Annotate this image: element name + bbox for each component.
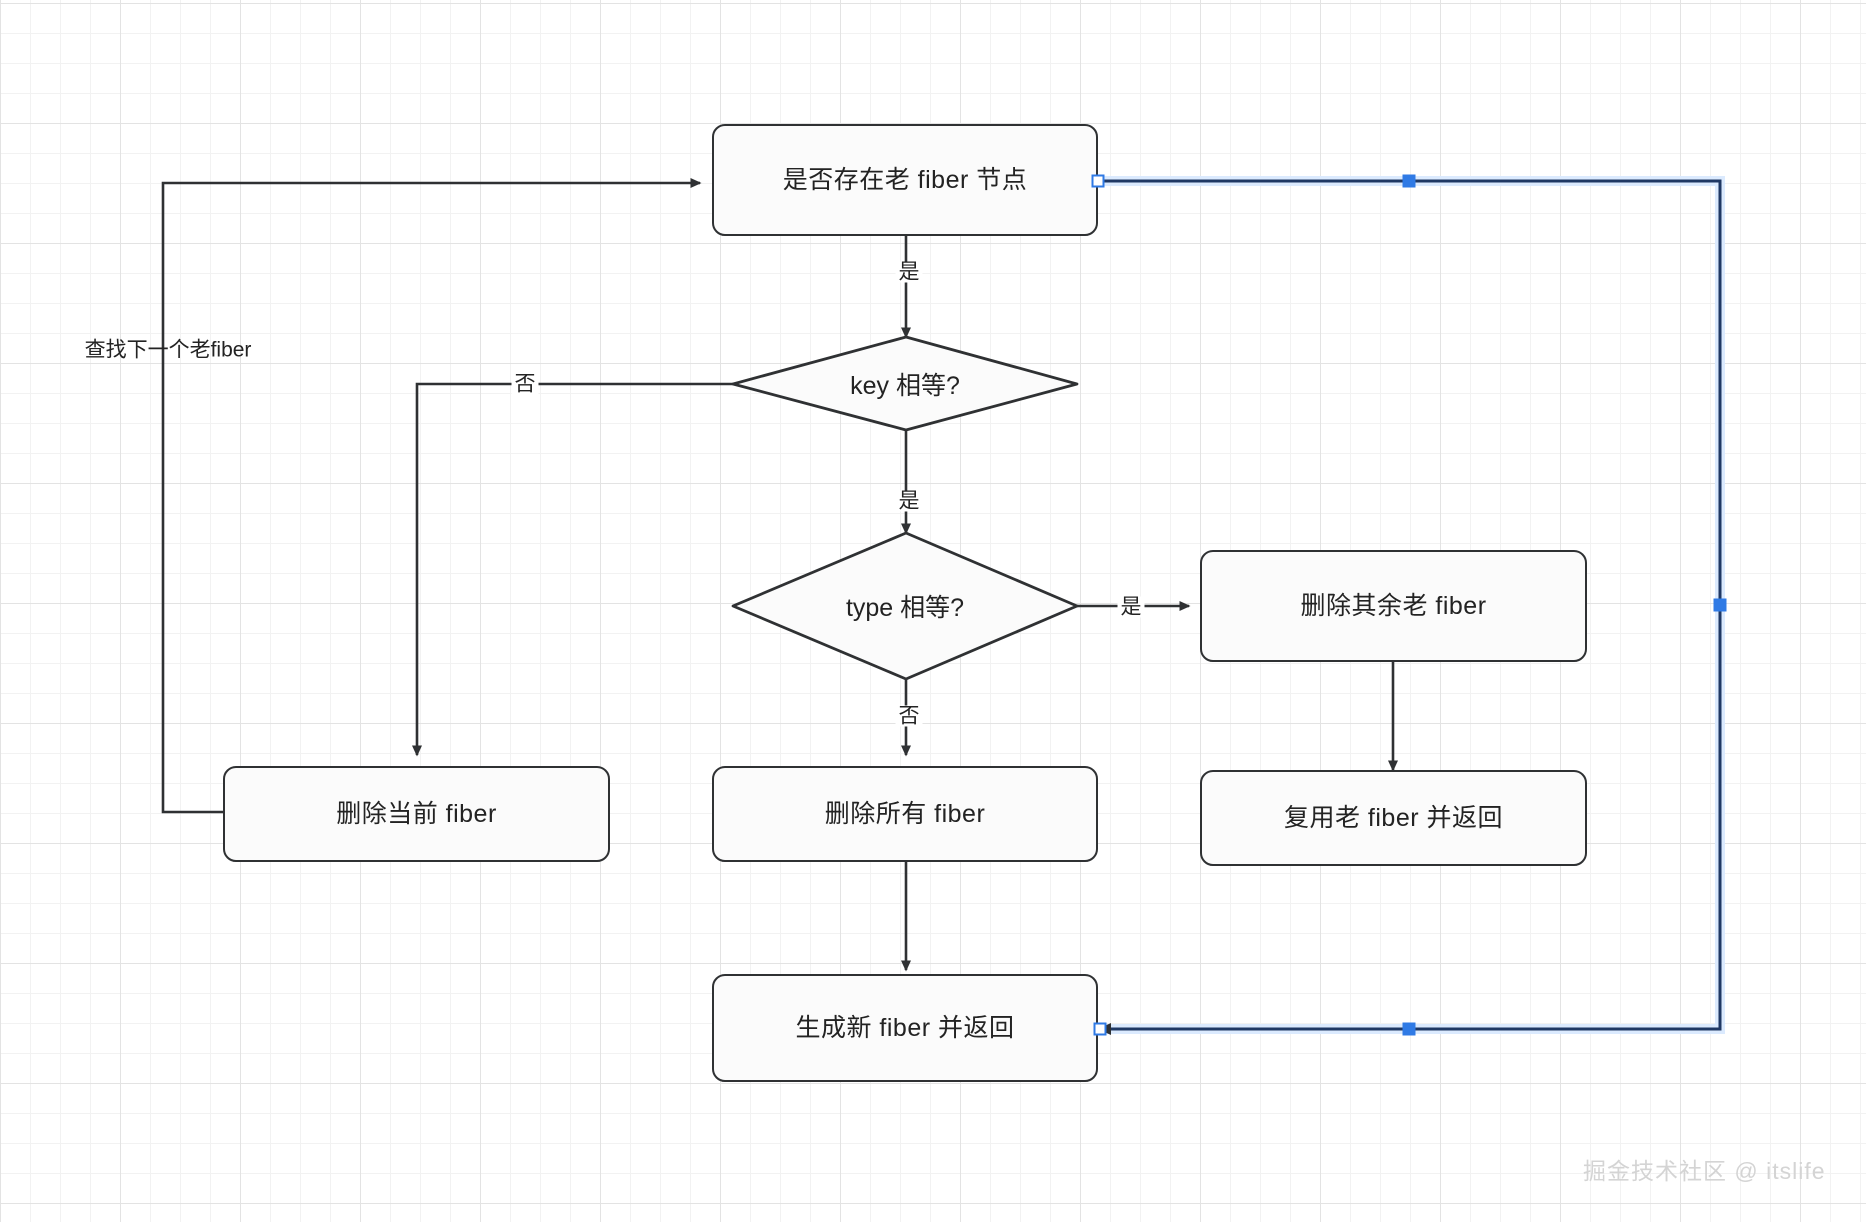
edge-handle-waypoint-right[interactable] xyxy=(1713,598,1727,612)
edge-handle-waypoint-bottom[interactable] xyxy=(1402,1022,1416,1036)
node-create-new-fiber-return-label: 生成新 fiber 并返回 xyxy=(795,1014,1015,1042)
edge-handle-target[interactable] xyxy=(1093,1022,1107,1036)
edge-label-key-equal-yes: 是 xyxy=(895,490,923,512)
node-delete-all-fiber[interactable]: 删除所有 fiber xyxy=(712,766,1098,862)
watermark: 掘金技术社区 @ itslife xyxy=(1583,1158,1826,1184)
edge-label-has-old-fiber-yes: 是 xyxy=(895,261,923,283)
node-delete-all-fiber-label: 删除所有 fiber xyxy=(824,800,986,828)
node-has-old-fiber[interactable]: 是否存在老 fiber 节点 xyxy=(712,124,1098,236)
node-reuse-old-fiber-return-label: 复用老 fiber 并返回 xyxy=(1283,804,1504,832)
edge-loop-back[interactable] xyxy=(161,178,702,814)
node-create-new-fiber-return[interactable]: 生成新 fiber 并返回 xyxy=(712,974,1098,1082)
node-delete-current-fiber-label: 删除当前 fiber xyxy=(336,800,497,828)
edge-label-type-equal-no: 否 xyxy=(895,705,923,727)
node-delete-rest-old-fiber[interactable]: 删除其余老 fiber xyxy=(1200,550,1587,662)
node-type-equal[interactable] xyxy=(731,531,1079,681)
edge-key-no[interactable] xyxy=(412,382,733,757)
node-has-old-fiber-label: 是否存在老 fiber 节点 xyxy=(782,166,1028,194)
node-key-equal[interactable] xyxy=(731,335,1079,432)
edge-handle-source[interactable] xyxy=(1091,174,1105,188)
edge-label-find-next-old-fiber: 查找下一个老fiber xyxy=(84,338,252,362)
edge-label-key-equal-no: 否 xyxy=(511,373,539,395)
edge-label-type-equal-yes: 是 xyxy=(1117,596,1145,618)
node-delete-current-fiber[interactable]: 删除当前 fiber xyxy=(223,766,610,862)
edge-handle-waypoint-top[interactable] xyxy=(1402,174,1416,188)
node-delete-rest-old-fiber-label: 删除其余老 fiber xyxy=(1300,592,1487,620)
node-reuse-old-fiber-return[interactable]: 复用老 fiber 并返回 xyxy=(1200,770,1587,866)
